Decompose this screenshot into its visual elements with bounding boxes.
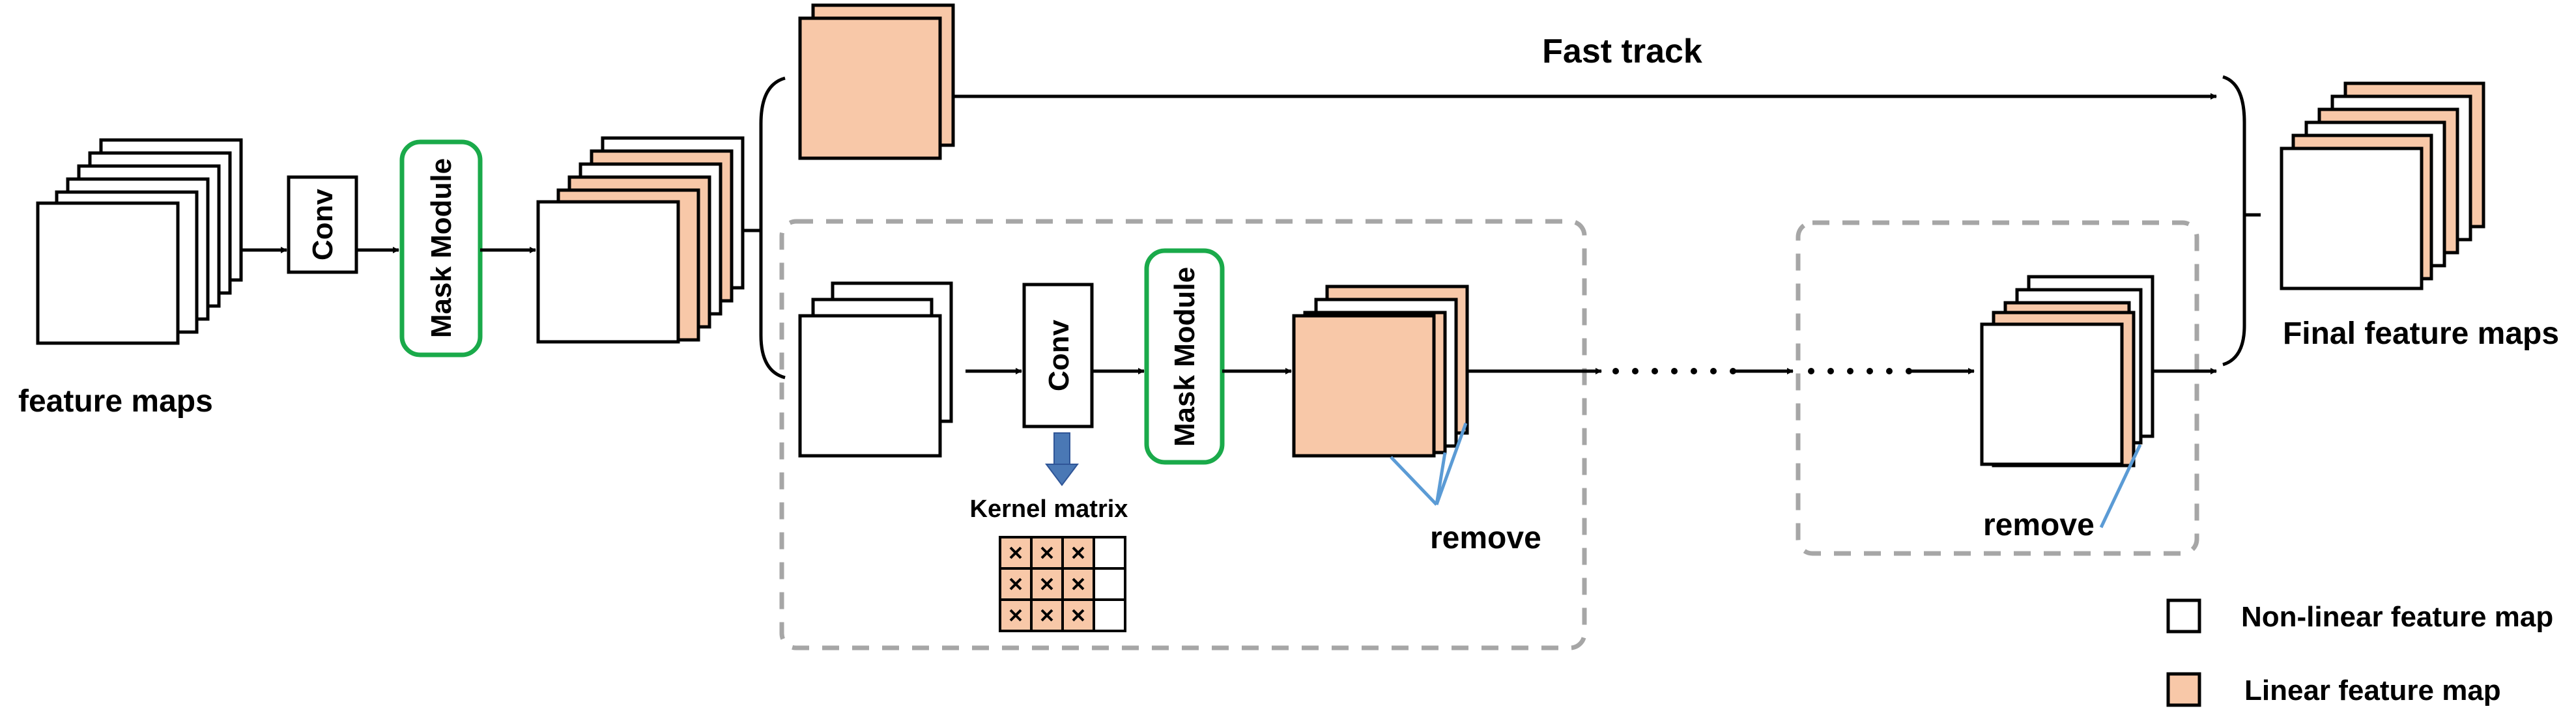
kernel-cell-x-mark [1009, 578, 1022, 591]
left-brace [759, 76, 786, 380]
stage1-output-stack [1292, 285, 1469, 458]
kernel-cell-x-mark [1072, 546, 1085, 559]
kernel-cell-x-mark [1009, 546, 1022, 559]
conv-label-2: Conv [1043, 319, 1075, 391]
kernel-cell-x-mark [1040, 578, 1053, 591]
legend-label-linear: Linear feature map [2244, 675, 2501, 706]
legend-swatch-nonlinear [2166, 598, 2201, 634]
fast-track-label: Fast track [1542, 33, 1702, 70]
feature-maps-label: feature maps [18, 384, 213, 419]
stage-n-output-stack [1980, 275, 2154, 468]
right-brace [2222, 75, 2246, 367]
kernel-cell-x-mark [1009, 609, 1022, 622]
kernel-cell [1093, 567, 1126, 601]
kernel-matrix-label: Kernel matrix [970, 496, 1128, 523]
input-feature-maps-stack [36, 138, 243, 345]
mixed-feature-maps-stack-1 [536, 136, 745, 344]
down-arrow-kernel [1045, 432, 1079, 486]
kernel-matrix-grid [999, 536, 1126, 632]
remove-label-1: remove [1430, 521, 1541, 555]
stage1-input-stack [798, 281, 953, 458]
remove-pointer-lines-1 [1390, 423, 1468, 506]
legend: Non-linear feature map Linear feature ma… [2166, 598, 2553, 707]
kernel-cell-x-mark [1072, 578, 1085, 591]
conv-block-1 [287, 175, 358, 274]
kernel-cell-x-mark [1040, 609, 1053, 622]
kernel-cell [1093, 536, 1126, 570]
fast-track-maps-stack [798, 3, 955, 160]
final-feature-maps-label: Final feature maps [2283, 316, 2559, 351]
mask-module-2 [1144, 248, 1225, 465]
final-feature-maps-stack [2280, 81, 2485, 290]
conv-label-1: Conv [307, 188, 339, 260]
mask-module-label-2: Mask Module [1169, 267, 1201, 447]
dashed-box-stage-1 [779, 219, 1587, 650]
kernel-cell-x-mark [1040, 546, 1053, 559]
dashed-box-stage-n [1796, 220, 2199, 556]
mask-module-label-1: Mask Module [425, 158, 457, 338]
legend-swatch-linear [2166, 672, 2201, 707]
remove-pointer-line-2 [2099, 443, 2142, 529]
conv-block-2 [1022, 283, 1094, 428]
kernel-cell [1093, 598, 1126, 632]
kernel-cell-x-mark [1072, 609, 1085, 622]
legend-label-nonlinear: Non-linear feature map [2241, 601, 2553, 633]
remove-label-2: remove [1983, 508, 2095, 542]
